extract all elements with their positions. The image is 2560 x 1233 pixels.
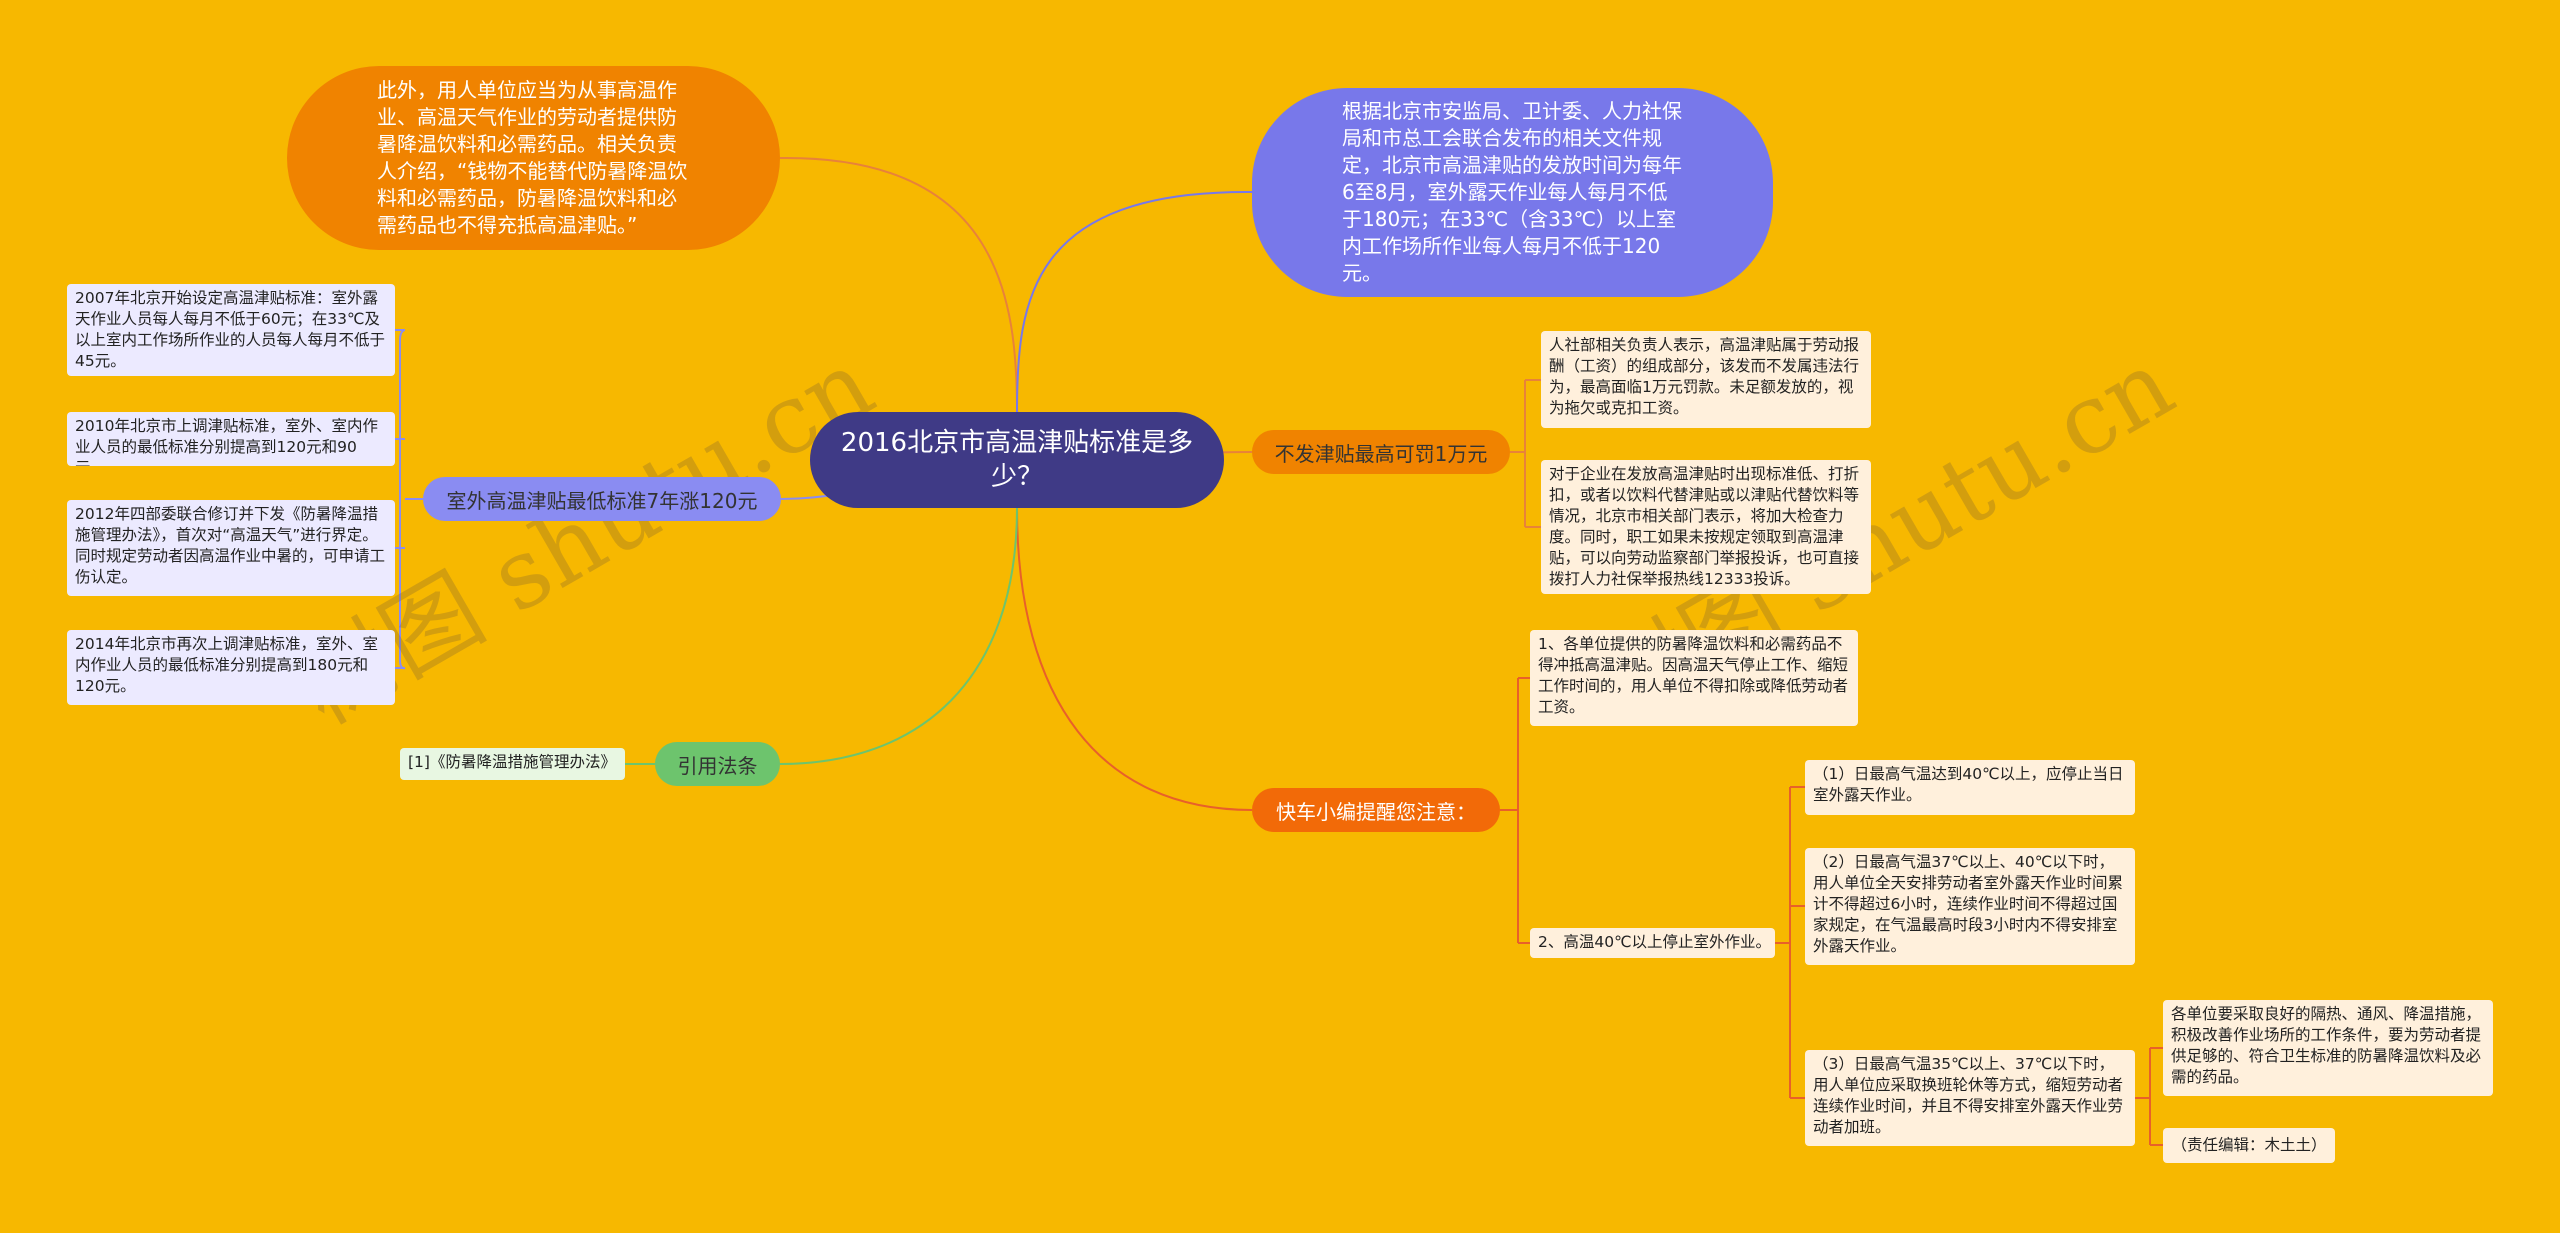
- fine-item[interactable]: 对于企业在发放高温津贴时出现标准低、打折扣，或者以饮料代替津贴或以津贴代替饮料等…: [1541, 460, 1871, 594]
- link-root-warn: [1016, 507, 1253, 811]
- link-root-left-bubble: [779, 156, 1018, 413]
- topic-history[interactable]: 室外高温津贴最低标准7年涨120元: [423, 477, 781, 521]
- bracket-sub3: [2135, 1047, 2163, 1146]
- topic-fine-label: 不发津贴最高可罚1万元: [1274, 441, 1488, 466]
- warning-sub-3-detail[interactable]: 各单位要采取良好的隔热、通风、降温措施，积极改善作业场所的工作条件，要为劳动者提…: [2163, 1000, 2493, 1096]
- topic-drinks-note-text: 此外，用人单位应当为从事高温作业、高温天气作业的劳动者提供防暑降温饮料和必需药品…: [377, 78, 688, 237]
- topic-law-label: 引用法条: [677, 753, 758, 778]
- warning-item-2[interactable]: 2、高温40℃以上停止室外作业。: [1530, 928, 1775, 958]
- topic-history-label: 室外高温津贴最低标准7年涨120元: [446, 488, 758, 513]
- topic-warning[interactable]: 快车小编提醒您注意：: [1252, 788, 1500, 832]
- law-item[interactable]: [1]《防暑降温措施管理办法》: [400, 748, 625, 780]
- history-item[interactable]: 2010年北京市上调津贴标准，室外、室内作业人员的最低标准分别提高到120元和9…: [67, 412, 395, 466]
- root-topic[interactable]: 2016北京市高温津贴标准是多少？: [810, 412, 1224, 508]
- history-item[interactable]: 2012年四部委联合修订并下发《防暑降温措施管理办法》，首次对“高温天气”进行界…: [67, 500, 395, 596]
- warning-sub-1[interactable]: （1）日最高气温达到40℃以上，应停止当日室外露天作业。: [1805, 760, 2135, 815]
- bracket-warn: [1500, 677, 1530, 944]
- link-root-law: [779, 507, 1018, 765]
- history-item[interactable]: 2014年北京市再次上调津贴标准，室外、室内作业人员的最低标准分别提高到180元…: [67, 630, 395, 705]
- fine-item[interactable]: 人社部相关负责人表示，高温津贴属于劳动报酬（工资）的组成部分，该发而不发属违法行…: [1541, 331, 1871, 428]
- root-title: 2016北京市高温津贴标准是多少？: [840, 428, 1194, 492]
- topic-warning-label: 快车小编提醒您注意：: [1276, 799, 1476, 824]
- bracket-history: [395, 329, 423, 670]
- warning-sub-3[interactable]: （3）日最高气温35℃以上、37℃以下时，用人单位应采取换班轮休等方式，缩短劳动…: [1805, 1050, 2135, 1146]
- topic-law[interactable]: 引用法条: [655, 742, 780, 786]
- link-root-right-bubble: [1016, 190, 1253, 413]
- history-item[interactable]: 2007年北京开始设定高温津贴标准：室外露天作业人员每人每月不低于60元；在33…: [67, 284, 395, 376]
- topic-regulation-text: 根据北京市安监局、卫计委、人力社保局和市总工会联合发布的相关文件规定，北京市高温…: [1342, 99, 1682, 285]
- bracket-fine: [1510, 379, 1541, 528]
- topic-regulation[interactable]: 根据北京市安监局、卫计委、人力社保局和市总工会联合发布的相关文件规定，北京市高温…: [1252, 88, 1773, 297]
- editor-credit[interactable]: （责任编辑：木土土）: [2163, 1128, 2335, 1163]
- topic-fine[interactable]: 不发津贴最高可罚1万元: [1252, 430, 1510, 474]
- bracket-item2: [1775, 786, 1805, 1099]
- warning-item-1[interactable]: 1、各单位提供的防暑降温饮料和必需药品不得冲抵高温津贴。因高温天气停止工作、缩短…: [1530, 630, 1858, 726]
- topic-drinks-note[interactable]: 此外，用人单位应当为从事高温作业、高温天气作业的劳动者提供防暑降温饮料和必需药品…: [287, 66, 780, 250]
- warning-sub-2[interactable]: （2）日最高气温37℃以上、40℃以下时，用人单位全天安排劳动者室外露天作业时间…: [1805, 848, 2135, 965]
